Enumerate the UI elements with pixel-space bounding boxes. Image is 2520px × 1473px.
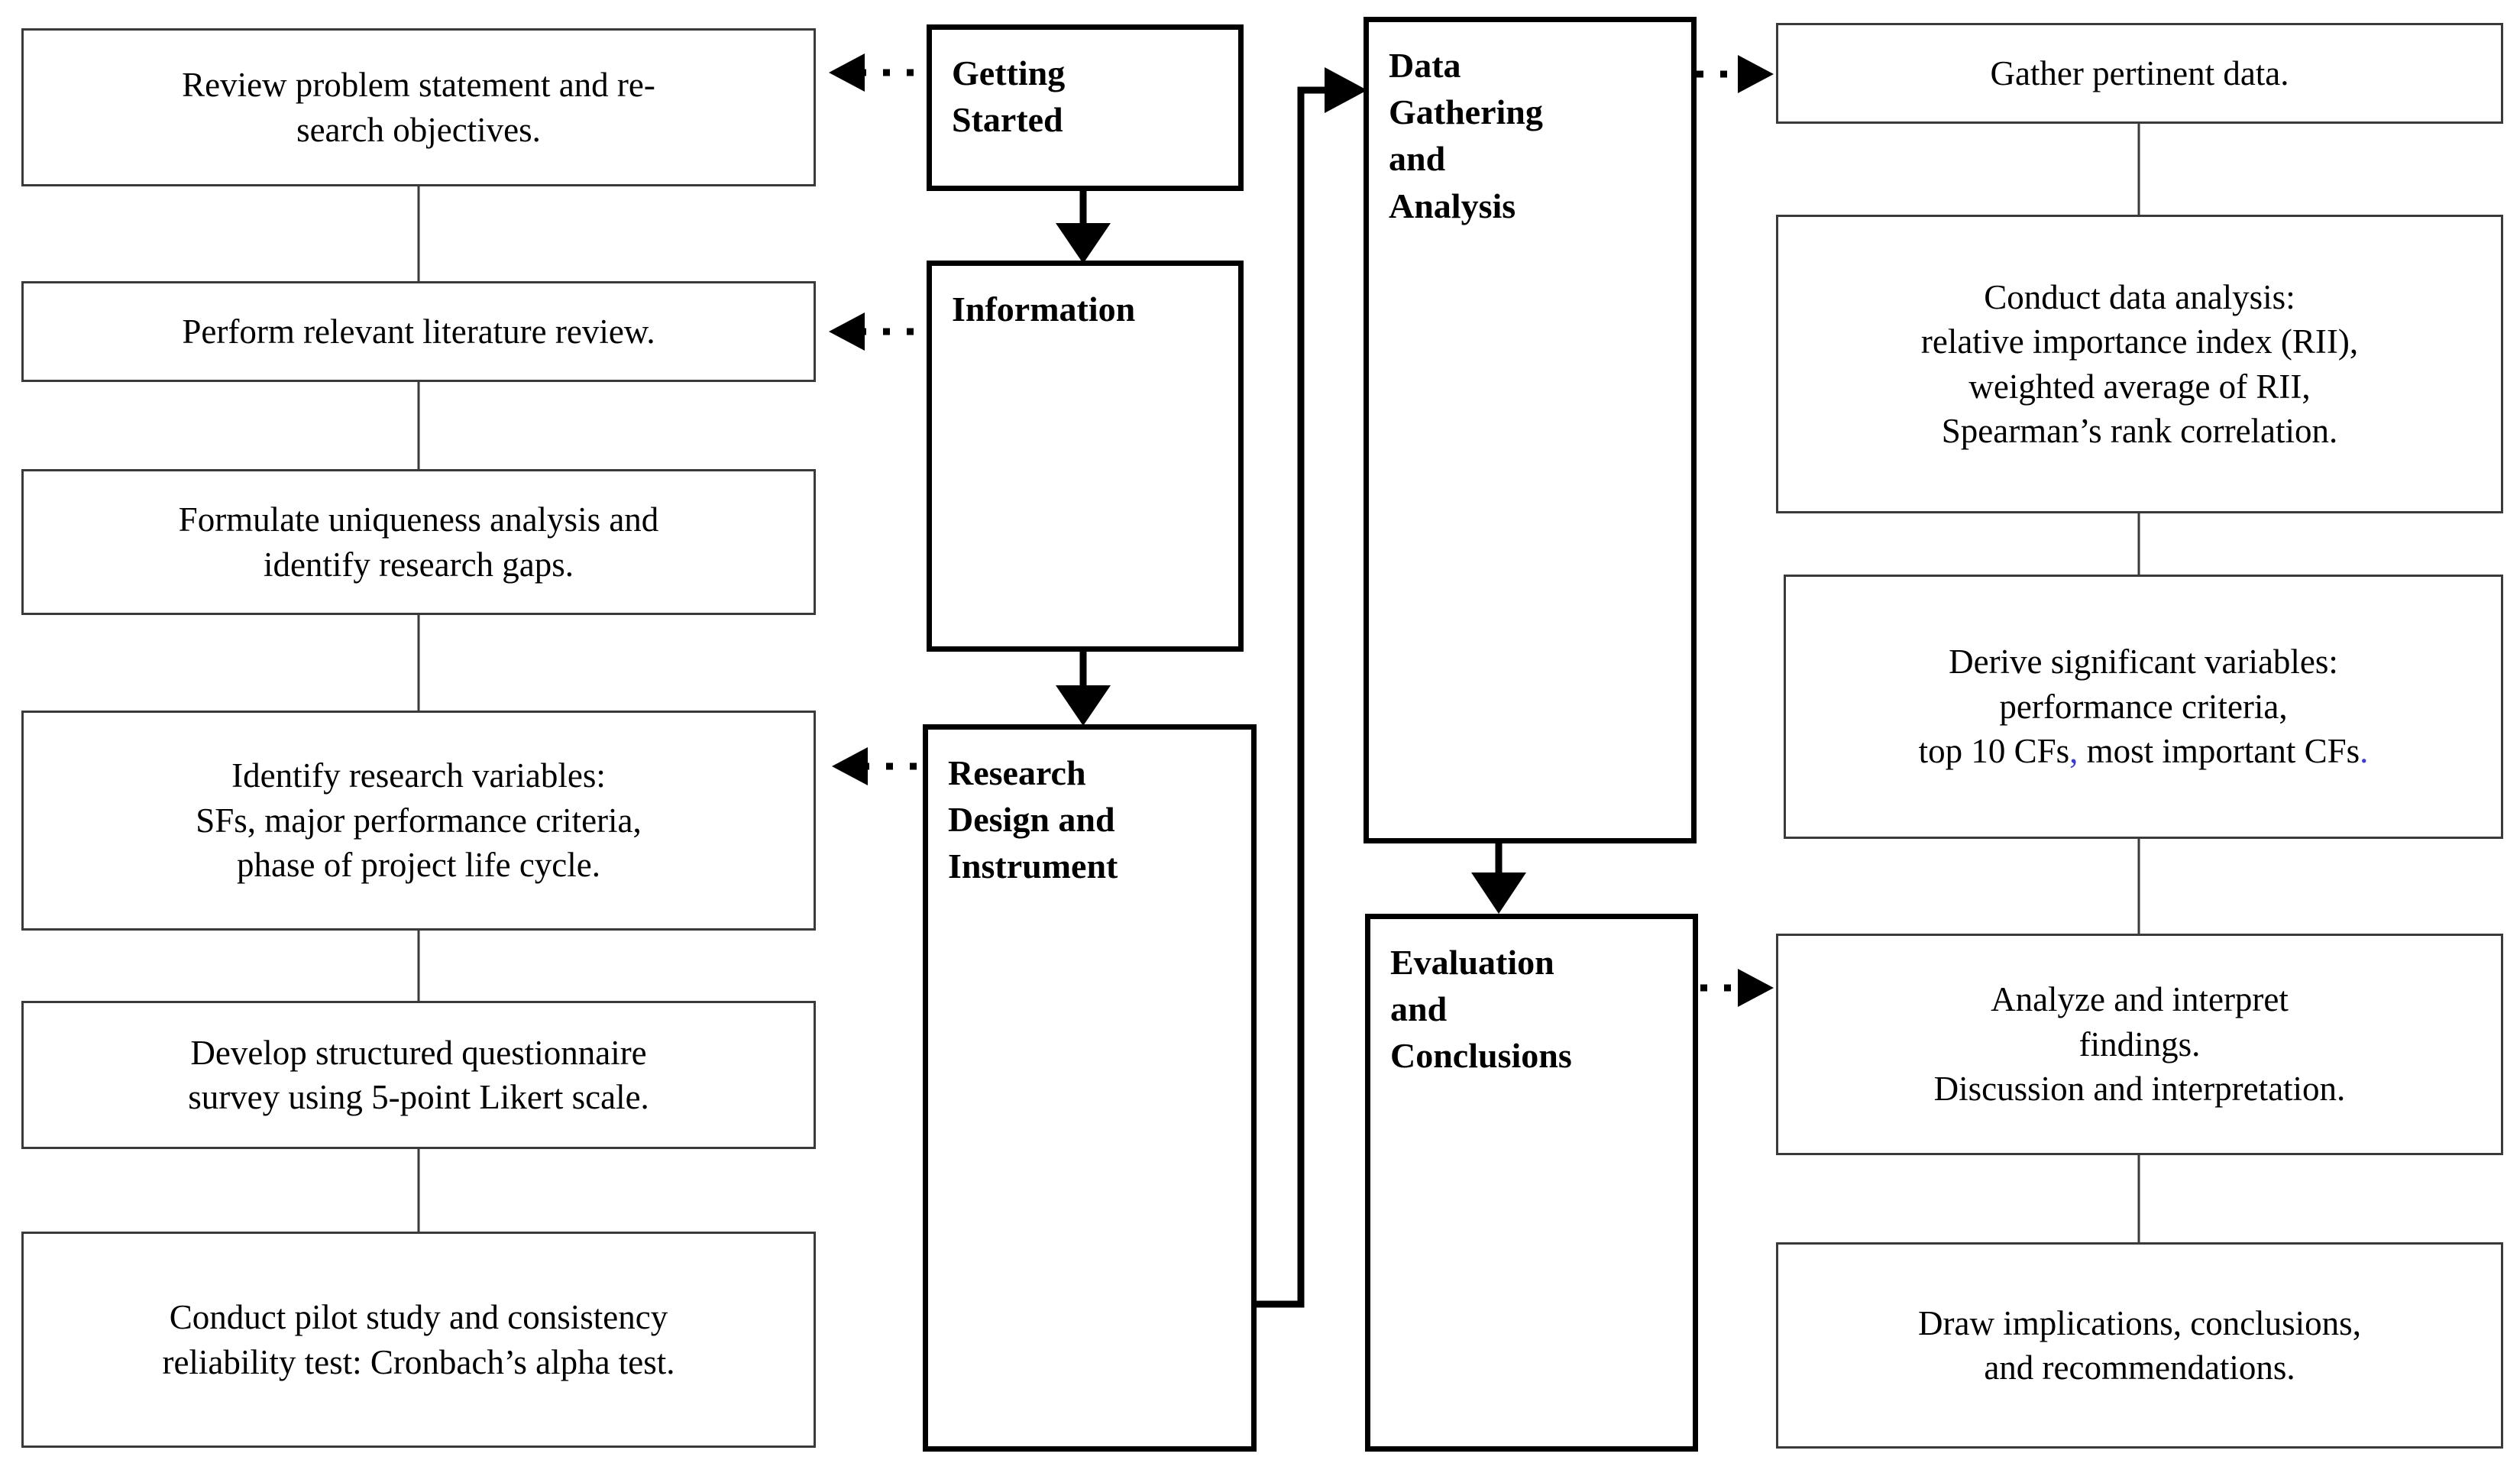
task-derive-variables[interactable]: Derive significant variables: performanc… [1784, 575, 2503, 839]
dotted-arrow-information [829, 312, 914, 351]
task-analyze-findings[interactable]: Analyze and interpret findings. Discussi… [1776, 934, 2503, 1155]
task-questionnaire[interactable]: Develop structured questionnaire survey … [21, 1001, 816, 1149]
stage-data-gathering[interactable]: Data Gathering and Analysis [1364, 17, 1697, 843]
highlight-comma: , [2069, 732, 2078, 771]
arrow-data-gathering-to-evaluation [1471, 843, 1526, 914]
task-gather-data[interactable]: Gather pertinent data. [1776, 23, 2503, 124]
stage-evaluation[interactable]: Evaluation and Conclusions [1365, 914, 1698, 1452]
task-text: Perform relevant literature review. [182, 312, 655, 351]
stage-label: Research Design and Instrument [948, 753, 1118, 886]
task-literature-review[interactable]: Perform relevant literature review. [21, 281, 816, 382]
stage-label: Information [952, 290, 1136, 329]
arrow-getting-started-to-information [1056, 191, 1111, 264]
task-text: Conduct pilot study and consistency reli… [162, 1298, 675, 1381]
arrow-research-design-to-data-gathering [1257, 67, 1367, 1308]
task-pilot-study[interactable]: Conduct pilot study and consistency reli… [21, 1232, 816, 1448]
highlight-period: . [2360, 732, 2369, 771]
task-research-variables[interactable]: Identify research variables: SFs, major … [21, 711, 816, 931]
task-text: Gather pertinent data. [1990, 53, 2289, 92]
arrow-information-to-research-design [1056, 649, 1111, 726]
task-draw-implications[interactable]: Draw implications, conclusions, and reco… [1776, 1242, 2503, 1449]
task-data-analysis[interactable]: Conduct data analysis: relative importan… [1776, 215, 2503, 513]
task-uniqueness-analysis[interactable]: Formulate uniqueness analysis and identi… [21, 469, 816, 615]
stage-label: Getting Started [952, 53, 1066, 140]
task-text: Review problem statement and re- search … [182, 66, 655, 149]
task-text: Formulate uniqueness analysis and identi… [178, 500, 659, 584]
task-text: Develop structured questionnaire survey … [188, 1033, 649, 1117]
dotted-arrow-research-design [832, 747, 917, 785]
task-review-problem[interactable]: Review problem statement and re- search … [21, 28, 816, 186]
task-text: Draw implications, conclusions, and reco… [1918, 1303, 2361, 1387]
task-text: Analyze and interpret findings. Discussi… [1933, 980, 2346, 1109]
stage-research-design[interactable]: Research Design and Instrument [923, 724, 1257, 1452]
task-text-pre: Derive significant variables: performanc… [1918, 643, 2338, 771]
stage-label: Evaluation and Conclusions [1390, 943, 1572, 1076]
stage-label: Data Gathering and Analysis [1389, 46, 1543, 225]
stage-getting-started[interactable]: Getting Started [927, 24, 1244, 191]
task-text: Identify research variables: SFs, major … [196, 756, 642, 885]
task-text: Conduct data analysis: relative importan… [1920, 277, 2359, 451]
stage-information[interactable]: Information [927, 261, 1244, 652]
task-text-mid: most important CFs [2078, 732, 2360, 771]
dotted-arrow-getting-started [829, 53, 914, 92]
